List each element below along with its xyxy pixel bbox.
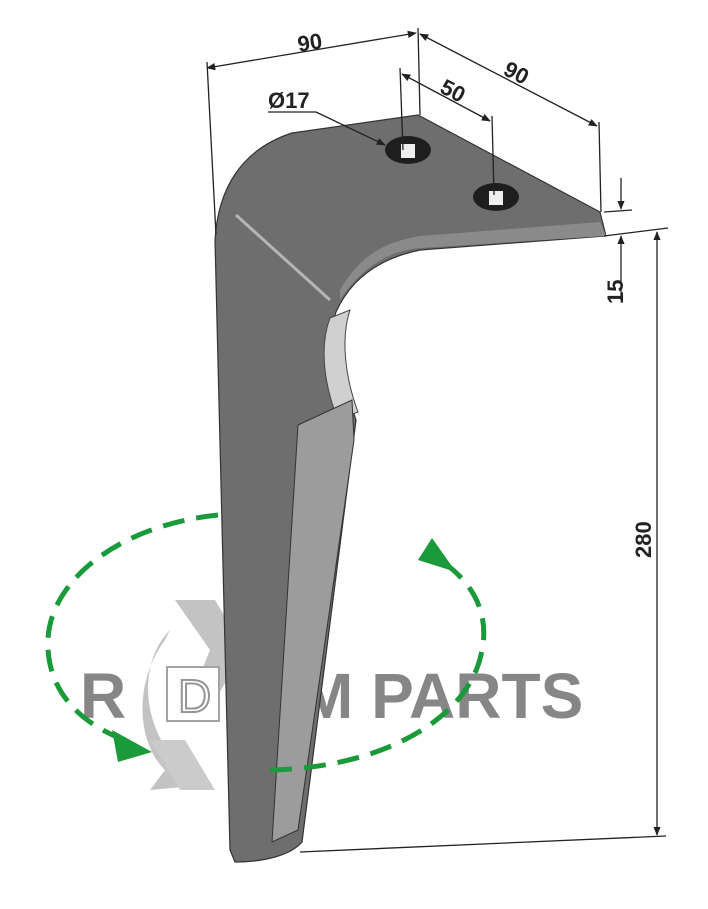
rotation-arrowhead-icon [418, 538, 456, 572]
tine-notch [323, 309, 359, 421]
dimension-thickness: 15 [603, 280, 628, 304]
tine-bend-line [234, 213, 332, 302]
dimension-width-right: 90 [500, 56, 533, 89]
hole-bolt [489, 191, 503, 205]
rotation-arrow-icon [45, 512, 487, 773]
tine-edge [340, 222, 606, 300]
watermark-d-box [166, 666, 220, 722]
dimension-width-left: 90 [296, 28, 324, 57]
tine-blade [271, 399, 355, 843]
rotation-arrowhead-icon [112, 730, 152, 762]
dimension-lines [206, 27, 669, 853]
watermark-logo: R D M PARTS [80, 600, 583, 790]
dimension-height: 280 [631, 521, 656, 558]
tine [214, 114, 607, 863]
dimension-hole-diameter: Ø17 [268, 88, 310, 113]
watermark-arrow-icon [150, 740, 215, 790]
watermark-text: M PARTS [300, 660, 583, 732]
dimension-hole-spacing: 50 [436, 74, 469, 107]
hole-bolt [401, 144, 415, 158]
watermark-letter-d: D [178, 670, 211, 722]
